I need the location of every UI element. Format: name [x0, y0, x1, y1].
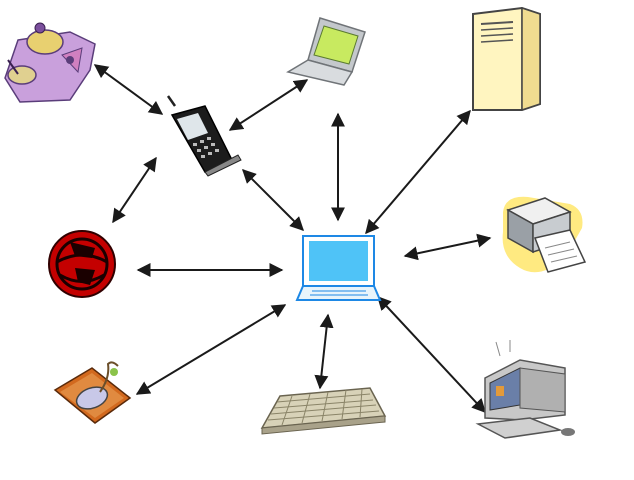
- arrow-phone-hub: [242, 169, 304, 231]
- arrow-satellite-phone: [93, 64, 164, 115]
- server-tower-icon: [472, 6, 541, 112]
- printer-icon: [502, 196, 587, 273]
- arrow-keyboard-hub: [314, 313, 334, 390]
- arrow-server-hub: [365, 109, 471, 235]
- mouse-icon: [53, 361, 132, 424]
- arrow-mouse-hub: [135, 304, 287, 395]
- desktop-computer-icon: [475, 340, 575, 439]
- arrow-phone-globe: [112, 156, 157, 224]
- mobile-phone-icon: [166, 95, 242, 177]
- globe-icon: [48, 230, 116, 298]
- arrow-desktop-hub: [377, 295, 486, 414]
- laptop-hub-icon: [295, 235, 382, 301]
- arrow-phone-laptop-small: [228, 79, 309, 131]
- keyboard-icon: [260, 387, 387, 435]
- satellite-dish-icon: [4, 22, 96, 103]
- arrow-printer-hub: [403, 233, 492, 261]
- connection-arrows: [93, 64, 492, 414]
- laptop-small-icon: [286, 17, 366, 86]
